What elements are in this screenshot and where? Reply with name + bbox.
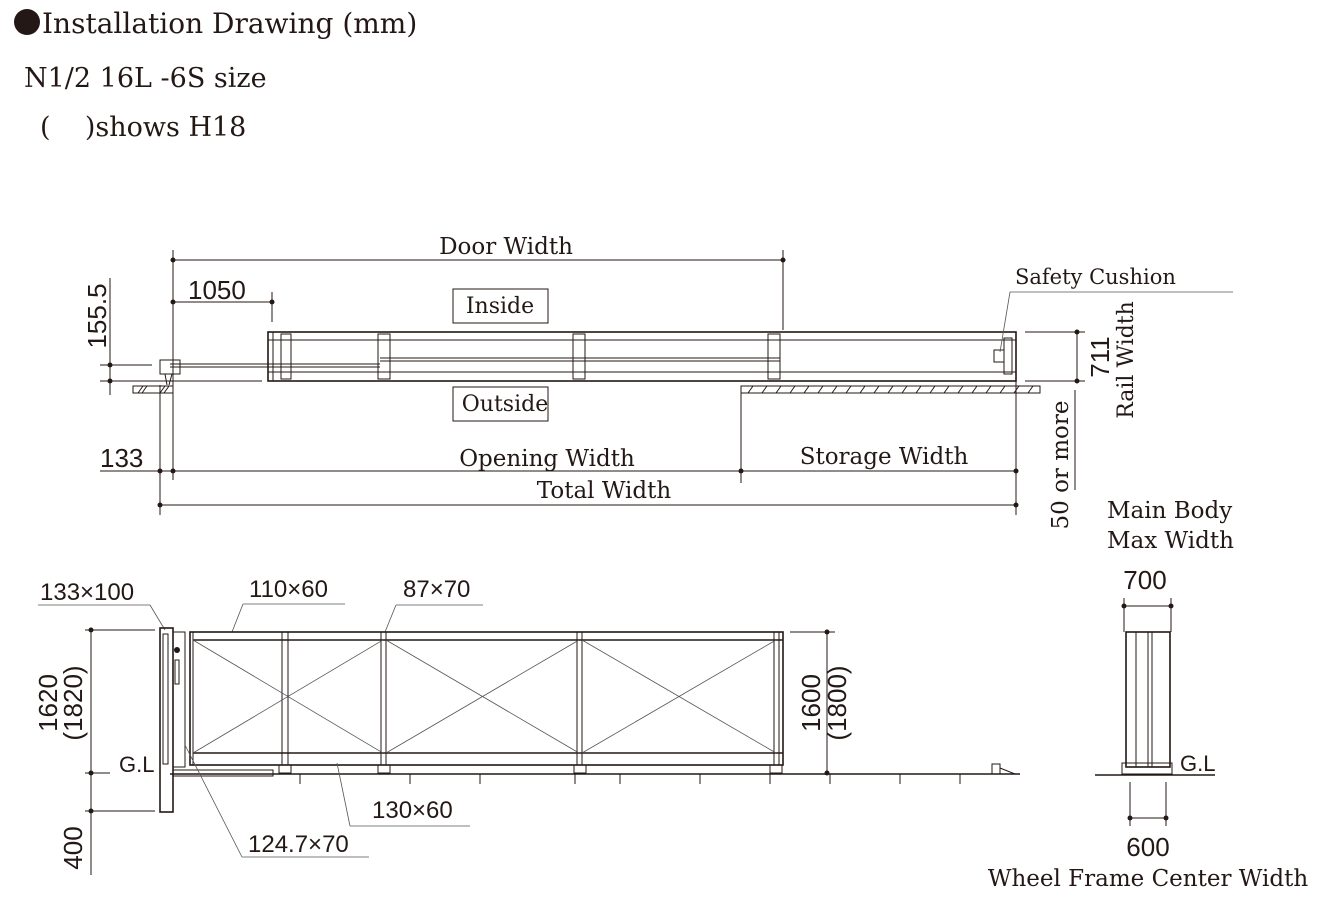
dim-155-5: 155.5: [82, 283, 112, 348]
post-size-label: 133×100: [40, 579, 134, 606]
ground-hatch-right: [740, 385, 1041, 394]
dim-1050: 1050: [188, 275, 246, 305]
gl-right-label: G.L: [1180, 751, 1215, 776]
side-view: Main Body Max Width 700 G.L 600 Wheel Fr…: [988, 498, 1308, 892]
gl-left-label: G.L: [119, 752, 154, 777]
height-total-h18-label: (1820): [58, 665, 88, 740]
safety-cushion-icon: [993, 337, 1013, 375]
dim-133: 133: [100, 443, 143, 473]
dim-700: 700: [1123, 565, 1166, 595]
rail-anchors: [299, 774, 961, 784]
inside-label: Inside: [466, 294, 534, 319]
outside-box: [452, 386, 549, 422]
top-view: Door Width 1050 155.5: [82, 234, 1233, 530]
depth-400-label: 400: [58, 826, 88, 869]
top-rail-label: 110×60: [249, 576, 328, 603]
safety-cushion-label: Safety Cushion: [1015, 265, 1176, 289]
dim-711: 711: [1085, 336, 1115, 377]
inside-box: [452, 288, 549, 324]
front-view: 133×100 110×60 87×70: [33, 576, 1020, 875]
bullet-icon: [14, 9, 40, 35]
rail-width-label: Rail Width: [1114, 301, 1139, 419]
size-label: N1/2 16L -6S size: [24, 63, 267, 94]
door-width-label: Door Width: [439, 234, 573, 260]
opening-width-label: Opening Width: [459, 446, 635, 472]
h18-note: ( )shows H18: [40, 112, 246, 143]
ground-hatch-left: [132, 385, 174, 394]
panel-braces: [192, 639, 777, 754]
height-gate-label: 1600: [796, 674, 826, 732]
outside-label: Outside: [462, 392, 548, 417]
storage-width-label: Storage Width: [800, 444, 969, 470]
main-body-label: Main Body: [1107, 498, 1232, 524]
height-gate-h18-label: (1800): [822, 665, 852, 740]
total-width-label: Total Width: [537, 478, 672, 504]
end-stile-label: 124.7×70: [248, 831, 349, 858]
header: Installation Drawing (mm) N1/2 16L -6S s…: [14, 7, 417, 143]
gate-posts: [281, 631, 780, 766]
bottom-rail-label: 130×60: [372, 797, 453, 824]
fifty-or-more-label: 50 or more: [1048, 401, 1074, 530]
wheel-blocks: [159, 333, 781, 386]
height-total-label: 1620: [33, 674, 63, 732]
drawing-title: Installation Drawing (mm): [42, 7, 417, 40]
max-width-label: Max Width: [1107, 528, 1234, 554]
wheel-frame-label: Wheel Frame Center Width: [988, 866, 1308, 892]
mid-post-label: 87×70: [403, 576, 470, 603]
dim-600: 600: [1126, 832, 1169, 862]
wheels: [278, 764, 783, 774]
rail-end-stop-icon: [991, 763, 1016, 775]
